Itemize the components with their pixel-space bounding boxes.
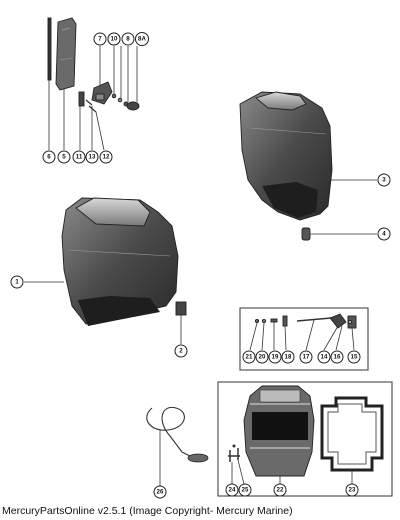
callout-24: 24 bbox=[225, 483, 239, 497]
gasket-seal-part-23 bbox=[320, 396, 384, 472]
block-part-2 bbox=[175, 301, 187, 316]
front-cowl-part-1 bbox=[61, 197, 179, 326]
callout-26: 26 bbox=[153, 485, 167, 499]
callout-2: 2 bbox=[174, 344, 188, 358]
svg-text:26: 26 bbox=[157, 489, 164, 496]
callout-6: 6 bbox=[42, 150, 56, 164]
callout-16: 16 bbox=[330, 350, 344, 364]
latch-bracket-part-7 bbox=[91, 81, 113, 105]
callout-12: 12 bbox=[99, 150, 113, 164]
svg-text:11: 11 bbox=[76, 154, 83, 161]
svg-text:6: 6 bbox=[47, 154, 51, 161]
callout-4: 4 bbox=[377, 227, 391, 241]
callout-10: 10 bbox=[107, 32, 121, 46]
hardware-kit-frame bbox=[239, 307, 369, 371]
svg-text:10: 10 bbox=[111, 36, 118, 43]
svg-text:20: 20 bbox=[259, 354, 266, 361]
callout-23: 23 bbox=[345, 483, 359, 497]
top-cover-part-22 bbox=[243, 385, 315, 477]
cover-kit-frame bbox=[217, 381, 393, 497]
washer-part-9 bbox=[117, 97, 123, 103]
svg-text:24: 24 bbox=[229, 487, 236, 494]
callout-14: 14 bbox=[317, 350, 331, 364]
rear-cowl-part-3 bbox=[239, 91, 333, 221]
spring-part-13 bbox=[85, 99, 93, 106]
callout-3: 3 bbox=[377, 173, 391, 187]
screw-part-10 bbox=[111, 93, 117, 99]
callout-8: 8 bbox=[121, 32, 135, 46]
callout-5: 5 bbox=[57, 150, 71, 164]
svg-text:21: 21 bbox=[246, 354, 253, 361]
svg-text:19: 19 bbox=[272, 354, 279, 361]
svg-text:25: 25 bbox=[242, 487, 249, 494]
pin-part-12 bbox=[88, 105, 97, 113]
svg-text:22: 22 bbox=[277, 487, 284, 494]
svg-text:8: 8 bbox=[126, 36, 130, 43]
svg-text:4: 4 bbox=[382, 231, 386, 238]
svg-text:3: 3 bbox=[382, 177, 386, 184]
leader-lines bbox=[24, 46, 377, 486]
panel-part-5 bbox=[55, 17, 77, 91]
rod-part-6 bbox=[47, 17, 52, 81]
callout-15: 15 bbox=[347, 350, 361, 364]
bracket-part-24-25 bbox=[228, 444, 240, 462]
svg-text:7: 7 bbox=[98, 36, 102, 43]
knob-part-8a bbox=[126, 101, 140, 111]
svg-text:16: 16 bbox=[334, 354, 341, 361]
copyright-caption: MercuryPartsOnline v2.5.1 (Image Copyrig… bbox=[2, 505, 293, 517]
callout-20: 20 bbox=[255, 350, 269, 364]
callout-8a: 8A bbox=[135, 32, 149, 46]
svg-text:2: 2 bbox=[179, 348, 183, 355]
callout-17: 17 bbox=[299, 350, 313, 364]
plug-part-4 bbox=[301, 227, 311, 241]
clip-part-11 bbox=[78, 91, 85, 107]
svg-text:12: 12 bbox=[103, 154, 110, 161]
svg-text:15: 15 bbox=[351, 354, 358, 361]
callout-18: 18 bbox=[281, 350, 295, 364]
svg-text:14: 14 bbox=[321, 354, 328, 361]
svg-text:13: 13 bbox=[89, 154, 96, 161]
callout-11: 11 bbox=[72, 150, 86, 164]
callout-22: 22 bbox=[273, 483, 287, 497]
callout-7: 7 bbox=[93, 32, 107, 46]
svg-text:8A: 8A bbox=[138, 36, 146, 43]
svg-text:5: 5 bbox=[62, 154, 66, 161]
callout-19: 19 bbox=[268, 350, 282, 364]
svg-text:18: 18 bbox=[285, 354, 292, 361]
svg-text:23: 23 bbox=[349, 487, 356, 494]
svg-text:17: 17 bbox=[303, 354, 310, 361]
callout-13: 13 bbox=[85, 150, 99, 164]
cable-part-26 bbox=[146, 406, 209, 463]
callout-21: 21 bbox=[242, 350, 256, 364]
hardware-kit-parts bbox=[254, 313, 357, 329]
callout-25: 25 bbox=[238, 483, 252, 497]
svg-text:1: 1 bbox=[15, 279, 19, 286]
callout-1: 1 bbox=[10, 275, 24, 289]
